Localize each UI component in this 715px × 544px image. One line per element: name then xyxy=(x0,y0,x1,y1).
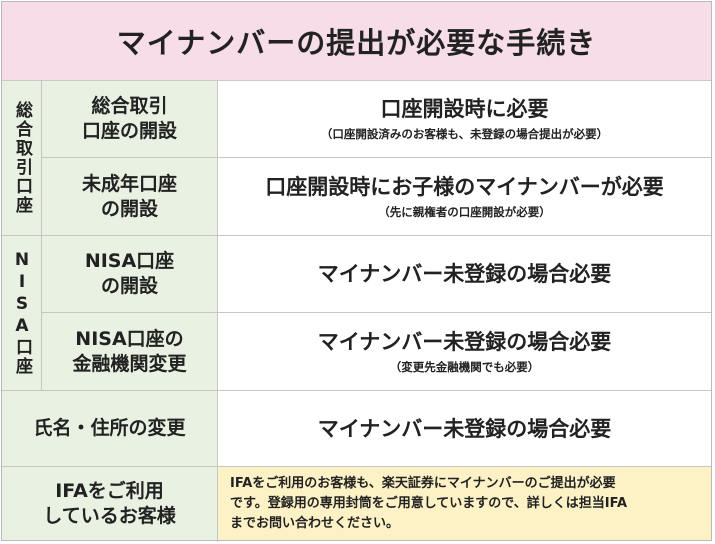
table-title: マイナンバーの提出が必要な手続き xyxy=(2,2,711,81)
requirement-note: （先に親権者の口座開設が必要） xyxy=(378,204,551,219)
divider xyxy=(41,81,42,391)
group-nisa: NISA口座 xyxy=(2,236,41,390)
divider xyxy=(217,81,218,542)
group-nisa-label: NISA口座 xyxy=(12,250,32,376)
row-label-text: NISA口座の 金融機関変更 xyxy=(72,327,187,375)
row-value-minor-open: 口座開設時にお子様のマイナンバーが必要 （先に親権者の口座開設が必要） xyxy=(218,158,711,235)
requirement-text: 口座開設時にお子様のマイナンバーが必要 xyxy=(265,174,664,199)
row-value-ifa-note: IFAをご利用のお客様も、楽天証券にマイナンバーのご提出が必要 です。登録用の専… xyxy=(218,467,711,540)
group-sogo-label: 総合取引口座 xyxy=(12,101,32,215)
requirement-note: （口座開設済みのお客様も、未登録の場合提出が必要） xyxy=(320,127,609,141)
divider xyxy=(2,466,711,467)
row-label-ifa: IFAをご利用 しているお客様 xyxy=(2,467,217,540)
requirement-text: 口座開設時に必要 xyxy=(380,97,549,121)
row-label-name-address: 氏名・住所の変更 xyxy=(2,391,217,466)
requirement-note: （変更先金融機関でも必要） xyxy=(389,359,540,374)
row-label-minor-open: 未成年口座 の開設 xyxy=(42,158,217,235)
requirement-text: マイナンバー未登録の場合必要 xyxy=(317,416,612,441)
divider xyxy=(42,157,711,158)
row-label-text: 未成年口座 の開設 xyxy=(81,172,177,220)
divider xyxy=(2,390,711,391)
row-label-text: 氏名・住所の変更 xyxy=(33,417,186,439)
row-label-text: 総合取引 口座の開設 xyxy=(81,95,177,142)
row-value-name-address: マイナンバー未登録の場合必要 xyxy=(218,391,711,466)
row-label-nisa-open: NISA口座 の開設 xyxy=(42,236,217,312)
group-sogo-torihiki: 総合取引口座 xyxy=(2,81,41,235)
requirement-text: マイナンバー未登録の場合必要 xyxy=(317,262,612,286)
row-value-sogo-open: 口座開設時に必要 （口座開設済みのお客様も、未登録の場合提出が必要） xyxy=(218,81,711,157)
row-label-nisa-transfer: NISA口座の 金融機関変更 xyxy=(42,313,217,390)
row-value-nisa-open: マイナンバー未登録の場合必要 xyxy=(218,236,711,312)
requirement-text: マイナンバー未登録の場合必要 xyxy=(317,329,612,354)
row-label-text: IFAをご利用 しているお客様 xyxy=(43,479,176,527)
row-label-sogo-open: 総合取引 口座の開設 xyxy=(42,81,217,157)
row-label-text: NISA口座 の開設 xyxy=(84,250,175,297)
divider xyxy=(2,235,711,236)
divider xyxy=(42,312,711,313)
row-value-nisa-transfer: マイナンバー未登録の場合必要 （変更先金融機関でも必要） xyxy=(218,313,711,390)
